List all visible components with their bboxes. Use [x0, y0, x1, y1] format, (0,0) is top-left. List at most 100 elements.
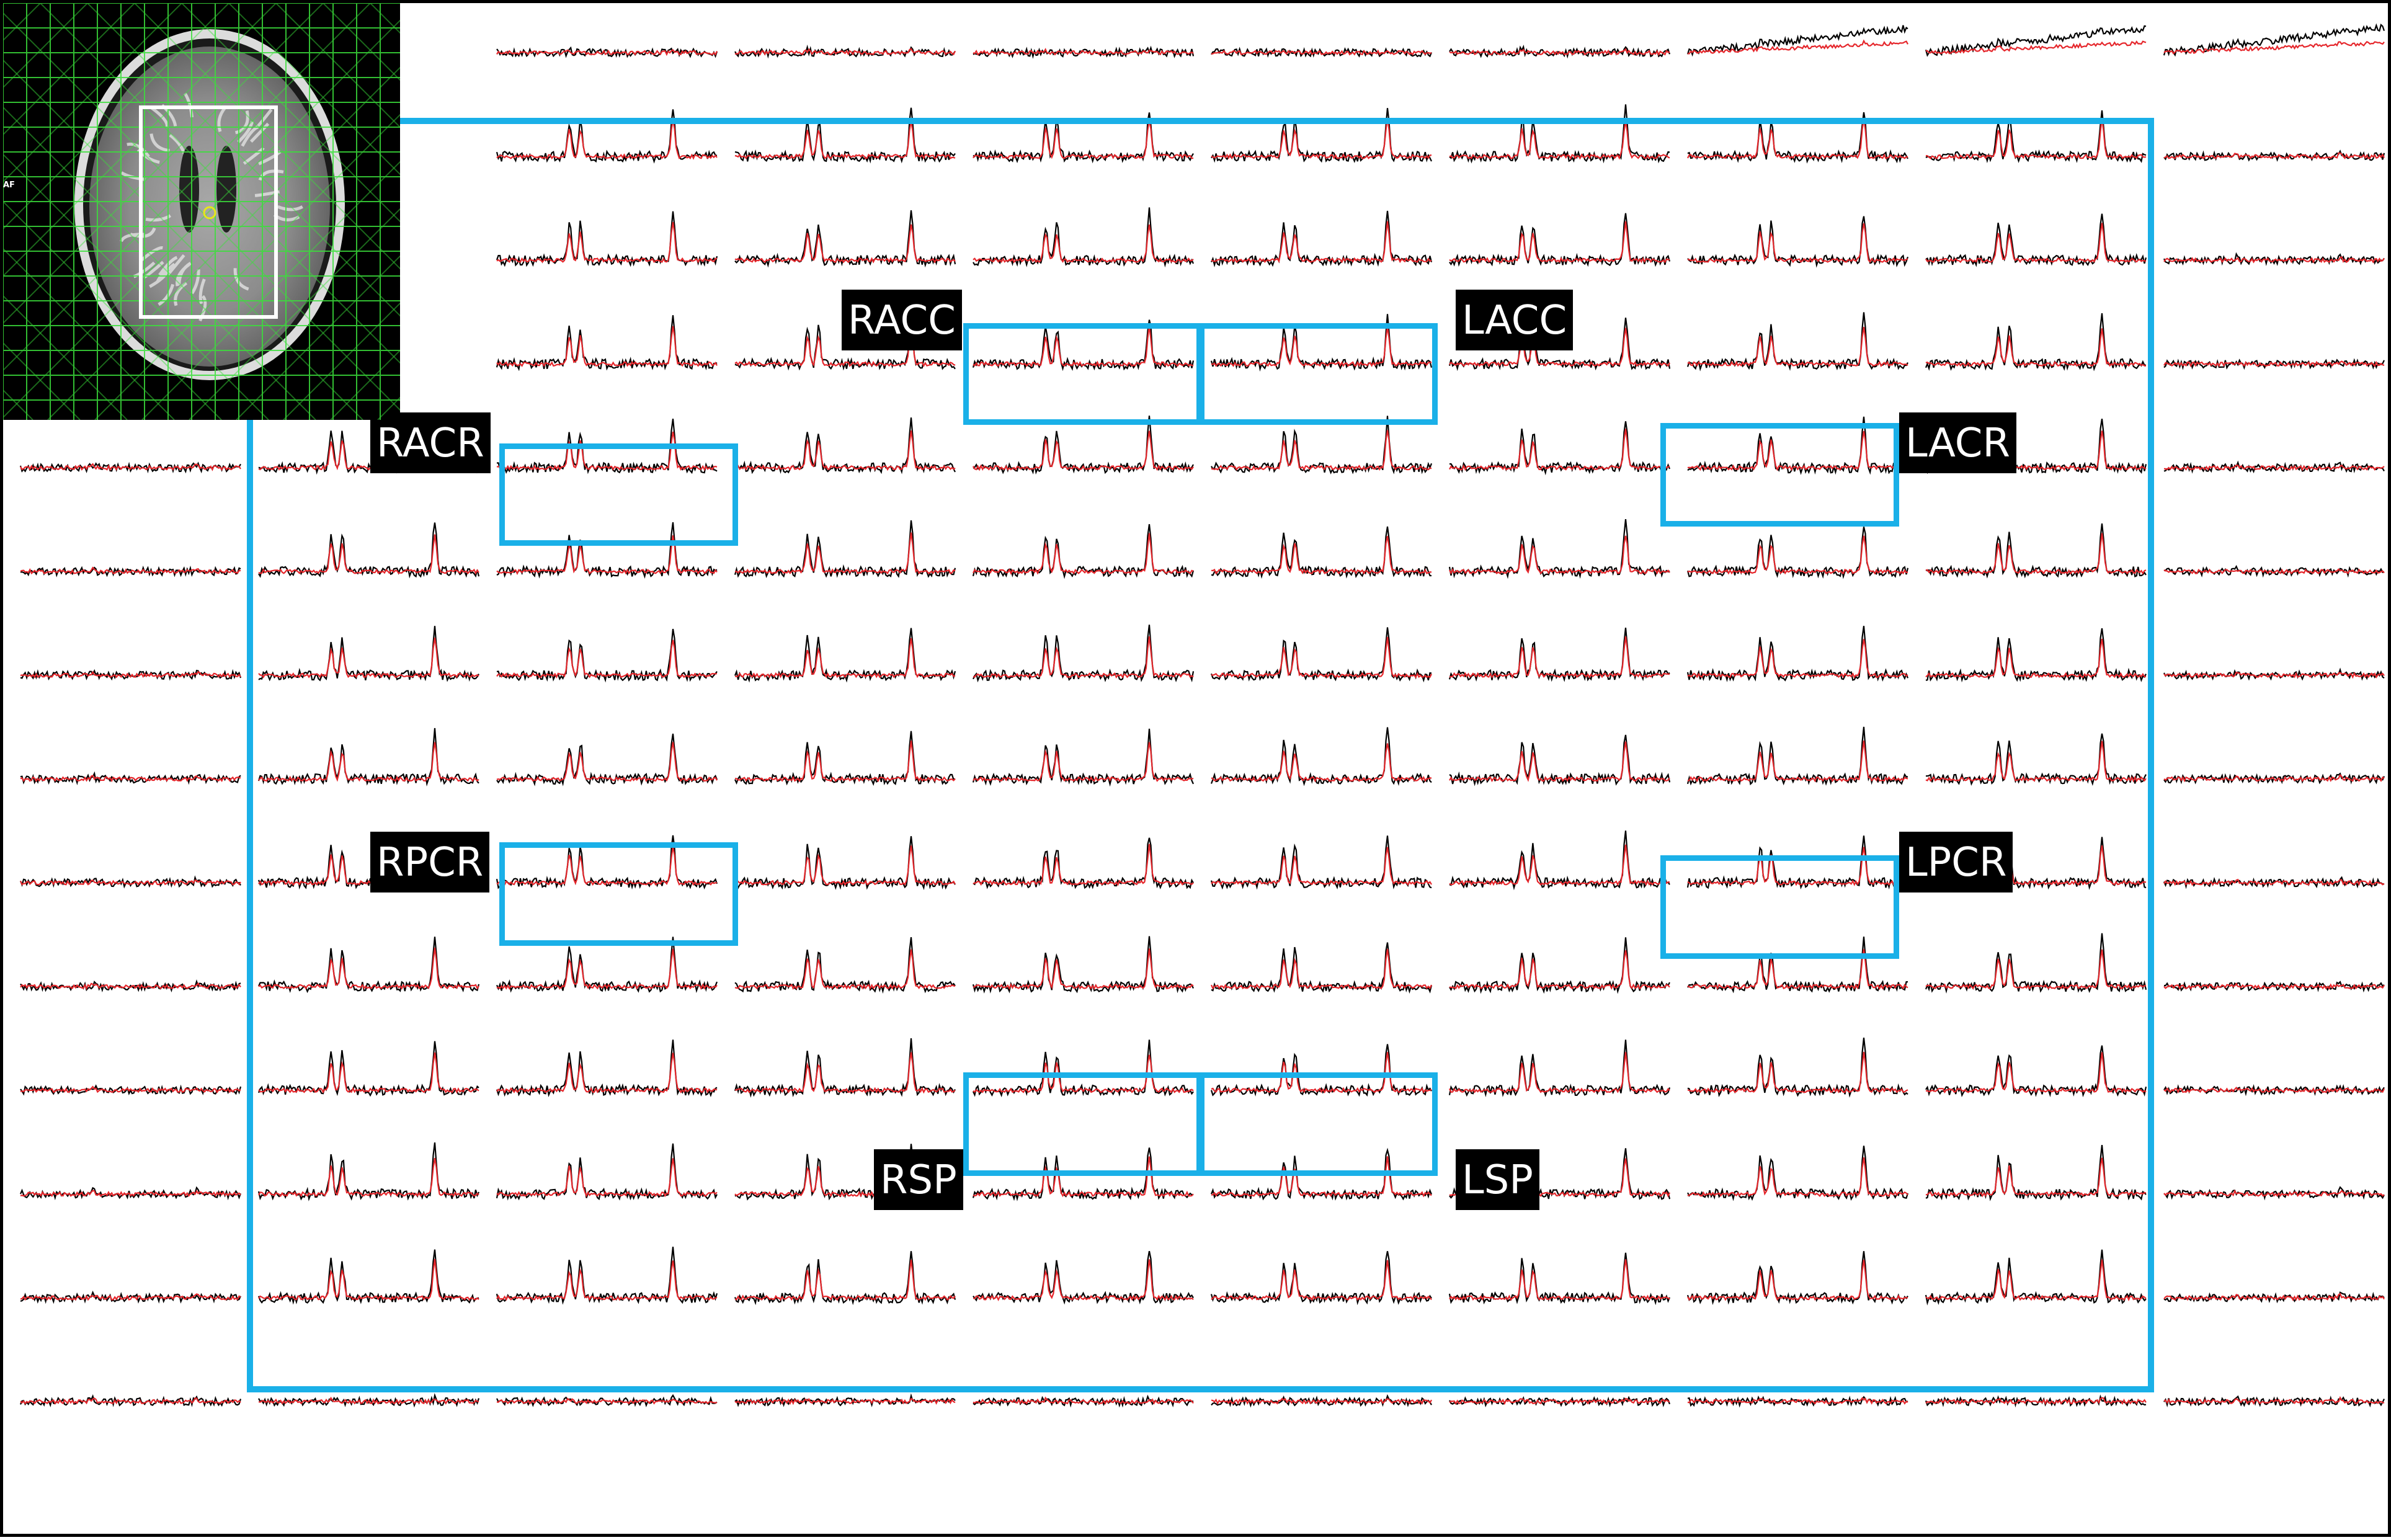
- fitted-spectrum-line: [1211, 1397, 1432, 1405]
- fitted-spectrum-line: [2163, 152, 2385, 159]
- fitted-spectrum-line: [1687, 327, 1908, 367]
- fitted-spectrum-line: [734, 741, 956, 783]
- voxel-spectrum: [1687, 416, 1908, 475]
- fitted-spectrum-line: [496, 1397, 718, 1405]
- voxel-spectrum: [19, 1394, 242, 1408]
- voxel-spectrum: [1686, 835, 1908, 890]
- fitted-spectrum-line: [2163, 878, 2385, 886]
- fitted-spectrum-line: [20, 1085, 241, 1094]
- measured-spectrum-line: [1210, 314, 1433, 372]
- measured-spectrum-line: [1211, 526, 1432, 579]
- measured-spectrum-line: [2163, 358, 2385, 370]
- voxel-spectrum: [734, 520, 956, 579]
- fitted-spectrum-line: [973, 1259, 1194, 1301]
- measured-spectrum-line: [1448, 1039, 1671, 1097]
- fitted-spectrum-line: [1211, 536, 1432, 575]
- fitted-spectrum-line: [2163, 1395, 2385, 1405]
- voxel-spectrum: [1210, 627, 1432, 683]
- label-lpcr: LPCR: [1899, 832, 2013, 892]
- measured-spectrum-line: [1687, 216, 1909, 268]
- fitted-spectrum-line: [2163, 1189, 2385, 1198]
- voxel-spectrum: [1687, 1146, 1909, 1201]
- voxel-spectrum: [734, 417, 956, 474]
- voxel-spectrum: [972, 1147, 1194, 1201]
- voxel-spectrum: [2163, 460, 2385, 474]
- measured-spectrum-line: [19, 1394, 242, 1408]
- measured-spectrum-line: [972, 728, 1194, 787]
- voxel-spectrum: [973, 837, 1194, 889]
- fitted-spectrum-line: [1925, 1397, 2147, 1405]
- measured-spectrum-line: [1210, 1044, 1432, 1097]
- fitted-spectrum-line: [1687, 430, 1908, 471]
- voxel-spectrum: [496, 1247, 718, 1305]
- fitted-spectrum-line: [20, 670, 241, 679]
- voxel-spectrum: [1687, 937, 1908, 994]
- voxel-spectrum: [20, 565, 241, 577]
- voxel-spectrum: [1925, 25, 2147, 57]
- measured-spectrum-line: [1926, 733, 2147, 786]
- measured-spectrum-line: [20, 565, 241, 577]
- fitted-spectrum-line: [258, 1258, 479, 1301]
- fitted-spectrum-line: [2163, 1087, 2385, 1094]
- measured-spectrum-line: [1211, 210, 1433, 268]
- fitted-spectrum-line: [1687, 1260, 1908, 1301]
- measured-spectrum-line: [972, 524, 1195, 579]
- voxel-spectrum: [2163, 876, 2385, 889]
- voxel-spectrum: [1925, 1394, 2147, 1408]
- measured-spectrum-line: [20, 1290, 241, 1304]
- fitted-spectrum-line: [1925, 638, 2146, 679]
- fitted-spectrum-line: [1687, 118, 1908, 160]
- voxel-spectrum: [1448, 318, 1671, 372]
- fitted-spectrum-line: [1925, 328, 2147, 367]
- fitted-spectrum-line: [973, 742, 1194, 782]
- measured-spectrum-line: [1211, 416, 1433, 474]
- fitted-spectrum-line: [1449, 48, 1670, 56]
- measured-spectrum-line: [496, 522, 718, 579]
- fitted-spectrum-line: [973, 636, 1194, 679]
- voxel-spectrum: [1211, 47, 1433, 58]
- fitted-spectrum-line: [496, 49, 718, 56]
- voxel-spectrum: [19, 1186, 242, 1201]
- label-rsp: RSP: [874, 1149, 963, 1210]
- voxel-spectrum: [19, 875, 241, 889]
- voxel-spectrum: [1449, 421, 1671, 476]
- voxel-spectrum: [1925, 523, 2147, 579]
- fitted-spectrum-line: [973, 1054, 1194, 1093]
- voxel-spectrum: [1210, 1251, 1432, 1306]
- voxel-spectrum: [20, 1290, 241, 1304]
- measured-spectrum-line: [1211, 942, 1433, 994]
- fitted-spectrum-line: [496, 846, 718, 886]
- fitted-spectrum-line: [1925, 118, 2147, 159]
- voxel-spectrum: [734, 1251, 956, 1306]
- fitted-spectrum-line: [1449, 535, 1670, 575]
- fitted-spectrum-line: [2163, 982, 2385, 990]
- voxel-spectrum: [1210, 1147, 1433, 1201]
- center-marker: [203, 206, 216, 220]
- fitted-spectrum-line: [496, 948, 718, 990]
- voxel-spectrum: [20, 669, 242, 681]
- fitted-spectrum-line: [1687, 39, 1908, 55]
- measured-spectrum-line: [972, 1147, 1194, 1201]
- voxel-spectrum: [1686, 1251, 1908, 1306]
- fitted-spectrum-line: [496, 535, 718, 576]
- fitted-spectrum-line: [496, 639, 718, 679]
- voxel-spectrum: [734, 628, 956, 683]
- fitted-spectrum-line: [1211, 118, 1432, 159]
- measured-spectrum-line: [1925, 628, 2147, 683]
- label-racc: RACC: [842, 290, 962, 350]
- voxel-spectrum: [734, 107, 956, 164]
- measured-spectrum-line: [1925, 523, 2147, 579]
- measured-spectrum-line: [973, 112, 1194, 164]
- fitted-spectrum-line: [1211, 1156, 1432, 1198]
- voxel-spectrum: [258, 1393, 480, 1408]
- fitted-spectrum-line: [1211, 1260, 1432, 1301]
- voxel-spectrum: [1925, 733, 2147, 786]
- voxel-spectrum: [1449, 937, 1670, 994]
- measured-spectrum-line: [496, 46, 718, 58]
- voxel-spectrum: [2163, 667, 2385, 681]
- voxel-spectrum: [2163, 358, 2385, 370]
- voxel-spectrum: [1210, 727, 1432, 786]
- fitted-spectrum-line: [1211, 49, 1432, 56]
- fitted-spectrum-line: [1449, 429, 1670, 471]
- fitted-spectrum-line: [20, 463, 241, 471]
